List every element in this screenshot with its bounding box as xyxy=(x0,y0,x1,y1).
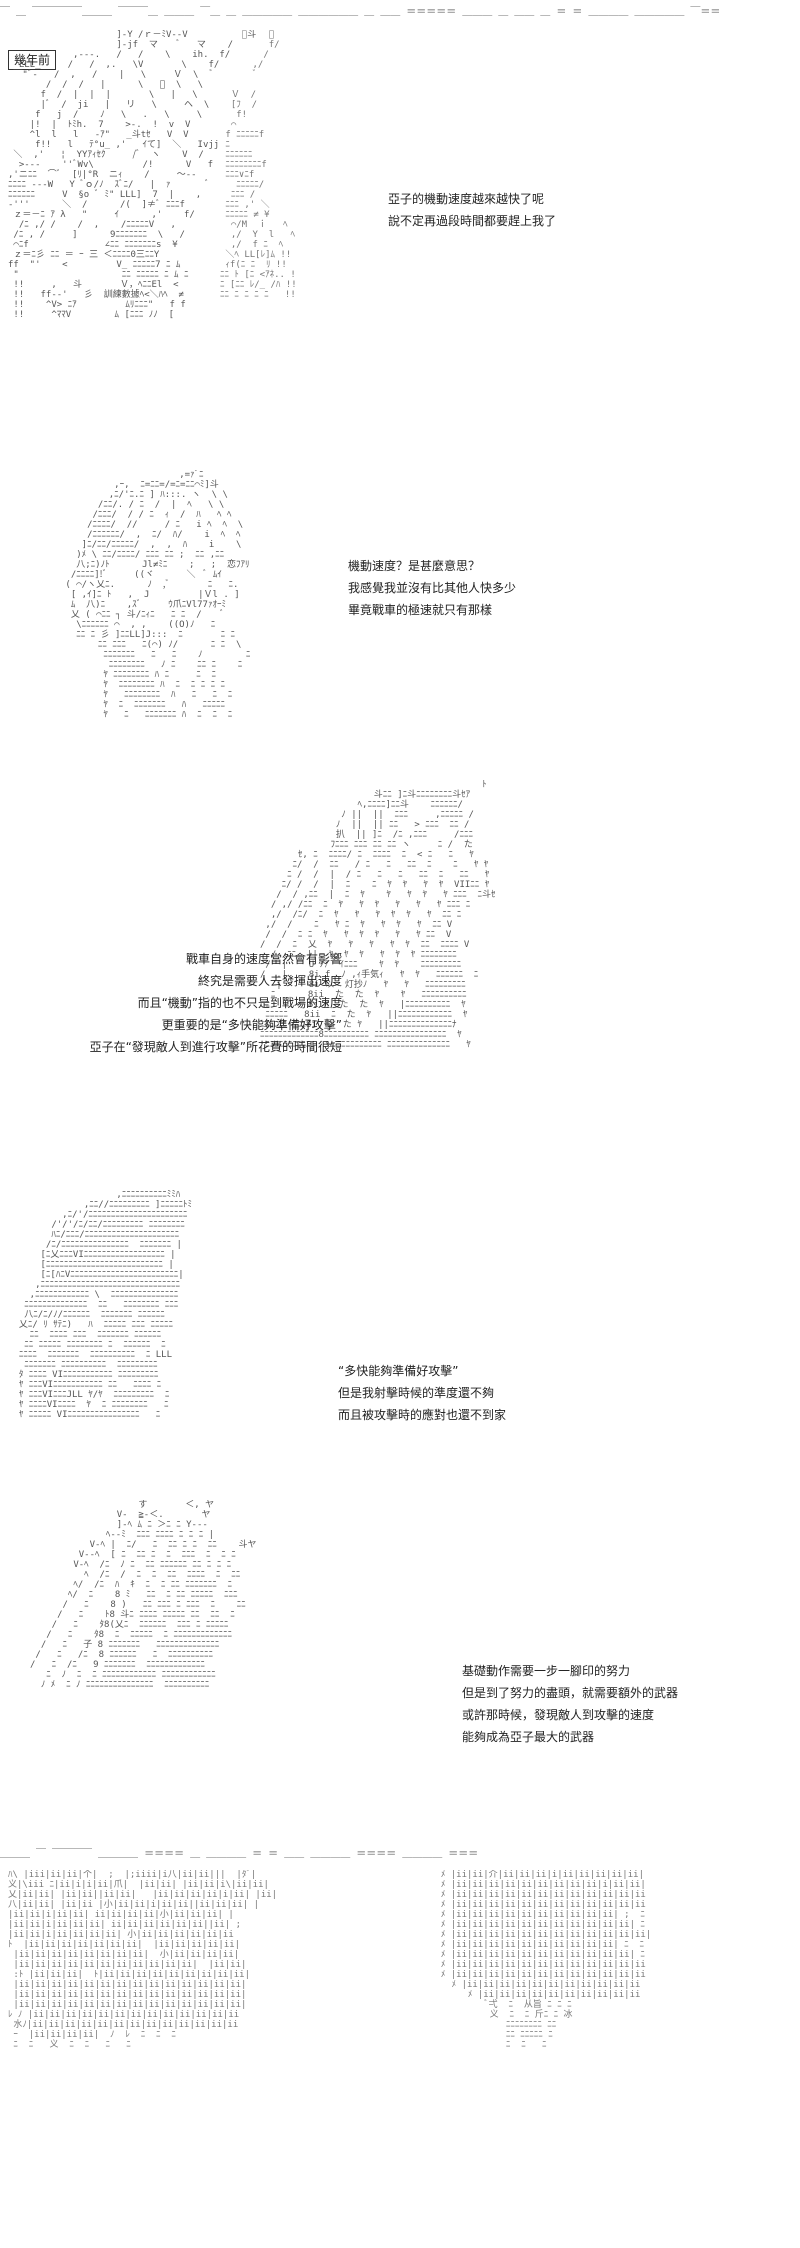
panel5-line: 或許那時候，發現敵人到攻擊的速度 xyxy=(462,1708,655,1722)
panel2-line: 我感覺我並沒有比其他人快多少 xyxy=(348,581,517,595)
panel1-dialogue: 亞子的機動速度越來越快了呢 說不定再過段時間都要趕上我了 xyxy=(388,188,556,232)
panel2-line: 機動速度？是甚麼意思？ xyxy=(348,559,481,573)
flashback-caption: 幾年前 xyxy=(8,50,57,70)
ascii-art-background-right: ﾒ |ii|ii|介|ii|ii|ii|i|ii|ii|ii|ii|ii| ﾒ … xyxy=(440,1870,652,2050)
panel4-line: 但是我射擊時候的準度還不夠 xyxy=(338,1386,495,1400)
panel4-dialogue: “多快能夠準備好攻擊” 但是我射擊時候的準度還不夠 而且被攻擊時的應對也還不到家 xyxy=(338,1360,506,1426)
ascii-art-girl-5: す ＜, ヤ V- ≧-＜. ヤ ]-ﾍ ﾑ ﾆ ＞ﾆ ﾆ Y--- ﾍ--ﾐ … xyxy=(30,1500,257,1690)
panel3-dialogue: 戰車自身的速度當然會有影響 終究是需要人去發揮出速度 而且“機動”指的也不只是到… xyxy=(20,948,342,1058)
panel4-line: “多快能夠準備好攻擊” xyxy=(338,1364,459,1378)
panel1-line: 亞子的機動速度越來越快了呢 xyxy=(388,192,545,206)
panel2-dialogue: 機動速度？是甚麼意思？ 我感覺我並沒有比其他人快多少 畢竟戰車的極速就只有那樣 xyxy=(348,555,516,621)
panel5-line: 基礎動作需要一步一腳印的努力 xyxy=(462,1664,631,1678)
ascii-art-girl-4: ,ﾆﾆﾆﾆﾆﾆﾆﾆﾆﾆﾐﾐﾊ ,ﾆﾆ//ﾆﾆﾆﾆﾆﾆﾆﾆﾆ ]ﾆﾆﾆﾆﾆﾄﾐ ,… xyxy=(18,1190,192,1420)
panel3-line: 更重要的是“多快能夠準備好攻擊” xyxy=(161,1018,342,1032)
panel5-line: 能夠成為亞子最大的武器 xyxy=(462,1730,595,1744)
ascii-art-right-1: ﾞ ﾞ f/ / ,/ ﾞ Ｖ / [ﾌ / f! ⌒ f ﾆﾆﾆﾆﾆf ﾆ ﾆ… xyxy=(220,30,297,300)
panel5-line: 但是到了努力的盡頭，就需要額外的武器 xyxy=(462,1686,679,1700)
ascii-art-girl-3: ﾄ 斗ﾆﾆ ]ﾆ斗ﾆﾆﾆﾆﾆﾆﾆﾆ斗ｾｱ ﾍ,ﾆﾆﾆﾆ]ﾆﾆ斗 ﾆﾆﾆﾆﾆﾆ/ … xyxy=(260,780,496,1050)
footer-rule: ＿＿＿ ￣ ￣￣￣￣ ＿＿＿＿ ＝＝＝＝ ＿ ＿＿＿＿ ＝ ＝ ＿＿ ＿＿＿＿ … xyxy=(0,1849,479,1860)
panel5-dialogue: 基礎動作需要一步一腳印的努力 但是到了努力的盡頭，就需要額外的武器 或許那時候，… xyxy=(462,1660,678,1748)
panel1-line: 說不定再過段時間都要趕上我了 xyxy=(388,214,557,228)
panel3-line: 終究是需要人去發揮出速度 xyxy=(197,974,342,988)
panel4-line: 而且被攻擊時的應對也還不到家 xyxy=(338,1408,507,1422)
panel3-line: 而且“機動”指的也不只是到戰場的速度 xyxy=(137,996,342,1010)
header-rule: ￣ ＿ ￣￣￣￣￣＿＿＿ ￣￣￣＿ ＿＿＿ ￣＿ ＿ ＿＿＿＿＿ ＿＿＿＿＿＿ … xyxy=(0,7,721,18)
ascii-art-girl-1: ]-Y /ｒ－ﾐV--V 斗 ]-jf マ ﾞ マ / ,---. / / \ … xyxy=(8,30,257,320)
panel2-line: 畢竟戰車的極速就只有那樣 xyxy=(348,603,493,617)
ascii-art-girl-2: ,=ｧﾞﾆ ,ｰ, ﾆ=ﾆﾆ=/=ﾆ=ﾆﾆ⌒ﾐ]斗 ,ﾆ/'ﾆ.ﾆ ] ﾊ:::… xyxy=(65,470,251,720)
panel3-line: 戰車自身的速度當然會有影響 xyxy=(185,952,342,966)
ascii-art-background-left: ﾊ\ |iii|ii|ii|个| ; |;iiii|i八|ii|ii||| |ﾀ… xyxy=(8,1870,278,2050)
panel3-line: 亞子在“發現敵人到進行攻擊”所花費的時間很短 xyxy=(89,1040,342,1054)
